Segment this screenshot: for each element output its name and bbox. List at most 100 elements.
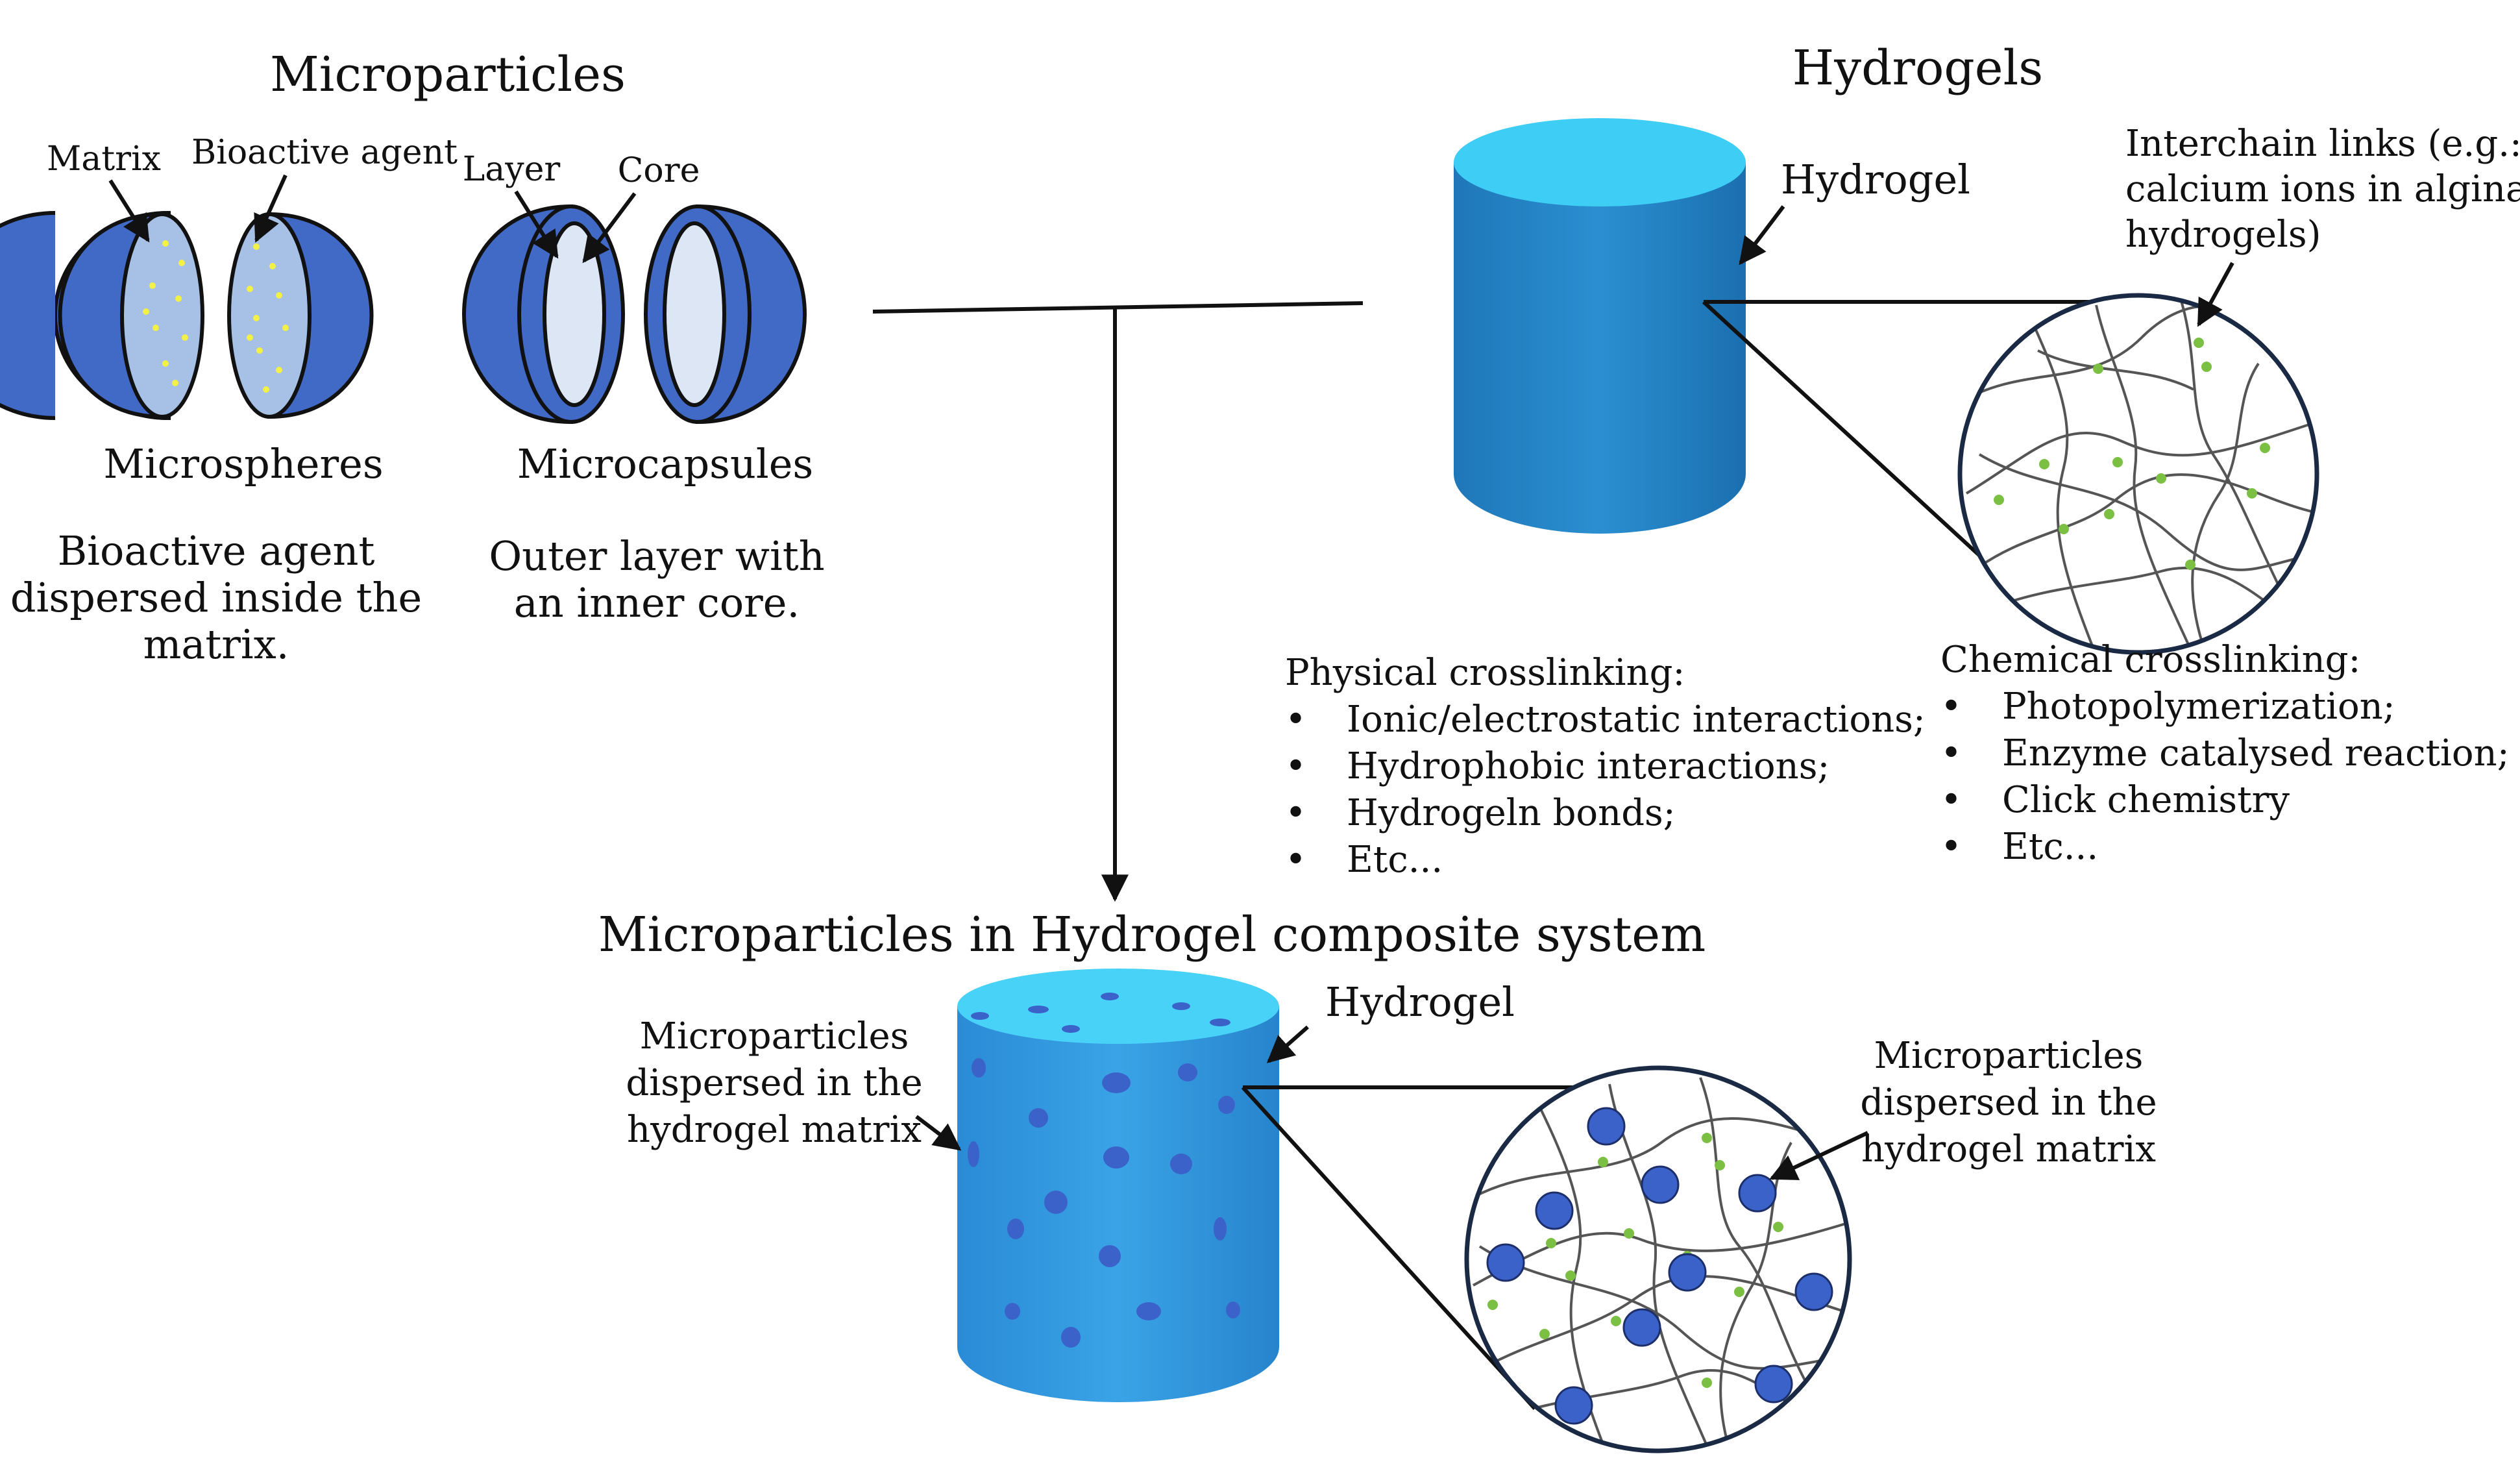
crosslink-node: [2201, 362, 2212, 372]
cylinder-particle: [1214, 1217, 1227, 1241]
composite-right-label-3: hydrogel matrix: [1861, 1128, 2156, 1170]
microparticle-sphere: [1668, 1253, 1707, 1292]
bullet: •: [1940, 686, 1962, 728]
crosslink-node: [2112, 457, 2123, 467]
crosslink-node: [2156, 473, 2166, 484]
crosslink-node: [2260, 443, 2270, 453]
composite-hydrogel-arrow: [1266, 1025, 1309, 1063]
hydrogel-network-zoom: [1957, 293, 2319, 655]
bioactive-dot: [182, 334, 188, 341]
bioactive-dot: [153, 325, 159, 331]
chemical-title: Chemical crosslinking:: [1940, 639, 2360, 681]
interchain-arrow: [2197, 262, 2234, 327]
physical-crosslinking-list: Physical crosslinking: • Ionic/electrost…: [1285, 652, 1926, 881]
bioactive-dot: [143, 308, 149, 315]
cylinder-particle: [1178, 1063, 1197, 1082]
microcapsules-desc-1: Outer layer with: [489, 532, 824, 580]
crosslink-node: [1734, 1287, 1744, 1297]
bullet: •: [1940, 779, 1962, 821]
cylinder-particle: [1136, 1302, 1161, 1320]
matrix-arrow: [108, 179, 150, 243]
microcapsules-desc-2: an inner core.: [514, 579, 800, 626]
layer-arrow: [514, 190, 559, 259]
bullet: •: [1940, 732, 1962, 774]
interchain-label-1: Interchain links (e.g.:: [2125, 123, 2520, 165]
composite-left-label-3: hydrogel matrix: [627, 1109, 922, 1151]
microparticle-sphere: [1535, 1191, 1574, 1230]
bioactive-dot: [253, 243, 260, 250]
microparticle-sphere: [1641, 1165, 1680, 1204]
cylinder-particle: [1061, 1327, 1081, 1348]
interchain-label-3: hydrogels): [2125, 214, 2321, 256]
hydrogel-label: Hydrogel: [1781, 156, 1970, 203]
cylinder-particle: [968, 1141, 979, 1167]
crosslink-node: [1611, 1316, 1621, 1326]
cylinder-particle: [1170, 1154, 1192, 1174]
hydrogels-title: Hydrogels: [1792, 40, 2043, 96]
chemical-item-1: Photopolymerization;: [2002, 686, 2395, 728]
physical-item-3: Hydrogeln bonds;: [1347, 792, 1676, 834]
physical-title: Physical crosslinking:: [1285, 652, 1685, 694]
bullet: •: [1285, 698, 1306, 741]
cylinder-particle: [1099, 1245, 1121, 1267]
core-arrow: [582, 192, 637, 264]
cylinder-particle: [1210, 1019, 1230, 1026]
bioactive-dot: [172, 380, 178, 386]
bioactive-agent-label: Bioactive agent: [191, 133, 458, 172]
matrix-label: Matrix: [47, 140, 161, 179]
crosslink-node: [1565, 1270, 1576, 1281]
bullet: •: [1285, 745, 1306, 787]
chemical-item-4: Etc...: [2002, 826, 2098, 868]
crosslink-node: [2093, 364, 2103, 374]
crosslink-node: [1539, 1329, 1550, 1339]
physical-item-1: Ionic/electrostatic interactions;: [1347, 698, 1926, 741]
composite-right-arrow: [1769, 1131, 1869, 1180]
crosslink-node: [1598, 1157, 1608, 1167]
cylinder-particle: [1226, 1302, 1240, 1318]
bioactive-dot: [247, 334, 253, 341]
cylinder-particle: [1062, 1025, 1080, 1033]
bioactive-dot: [178, 260, 185, 266]
bioactive-dot: [162, 240, 169, 247]
cylinder-particle: [1005, 1303, 1020, 1320]
microspheres-desc-2: dispersed inside the: [10, 574, 422, 621]
cylinder-particle: [1101, 993, 1119, 1000]
hydrogel-arrow: [1739, 205, 1785, 266]
microspheres-desc-3: matrix.: [143, 621, 289, 668]
bioactive-dot: [149, 282, 156, 289]
crosslink-node: [1546, 1238, 1556, 1248]
composite-cylinder: [957, 969, 1279, 1402]
crosslink-nodes: [1994, 338, 2270, 570]
composite-left-label-2: dispersed in the: [626, 1062, 922, 1104]
bioactive-dot: [282, 325, 289, 331]
composite-hydrogel-label: Hydrogel: [1325, 978, 1515, 1026]
bullet: •: [1285, 839, 1306, 881]
cylinder-particle: [1007, 1218, 1024, 1239]
bioactive-arrow: [254, 174, 287, 243]
cylinder-particle: [972, 1058, 986, 1078]
interchain-label-2: calcium ions in alginate: [2125, 168, 2520, 210]
bioactive-dot: [269, 263, 276, 269]
composite-network-zoom: [1464, 1065, 1852, 1453]
zoom-line-bottom: [1702, 300, 2027, 599]
composite-microparticles: [1486, 1107, 1833, 1425]
bullet: •: [1940, 826, 1962, 868]
cylinder-particle: [1103, 1146, 1129, 1168]
crosslink-node: [1773, 1222, 1783, 1232]
crosslink-node: [1624, 1228, 1634, 1239]
bullet: •: [1285, 792, 1306, 834]
cylinder-particle: [1102, 1072, 1131, 1093]
bioactive-dot: [256, 347, 263, 354]
bioactive-dot: [263, 386, 269, 393]
physical-item-4: Etc...: [1347, 839, 1443, 881]
crosslink-node: [2059, 524, 2069, 534]
connector-horizontal: [872, 301, 1364, 314]
microparticle-sphere: [1622, 1308, 1661, 1347]
bioactive-dot: [175, 295, 182, 302]
microspheres-desc-1: Bioactive agent: [58, 527, 375, 575]
microspheres-name: Microspheres: [103, 440, 383, 488]
microparticle-sphere: [1486, 1243, 1525, 1282]
bioactive-dot: [247, 286, 253, 292]
